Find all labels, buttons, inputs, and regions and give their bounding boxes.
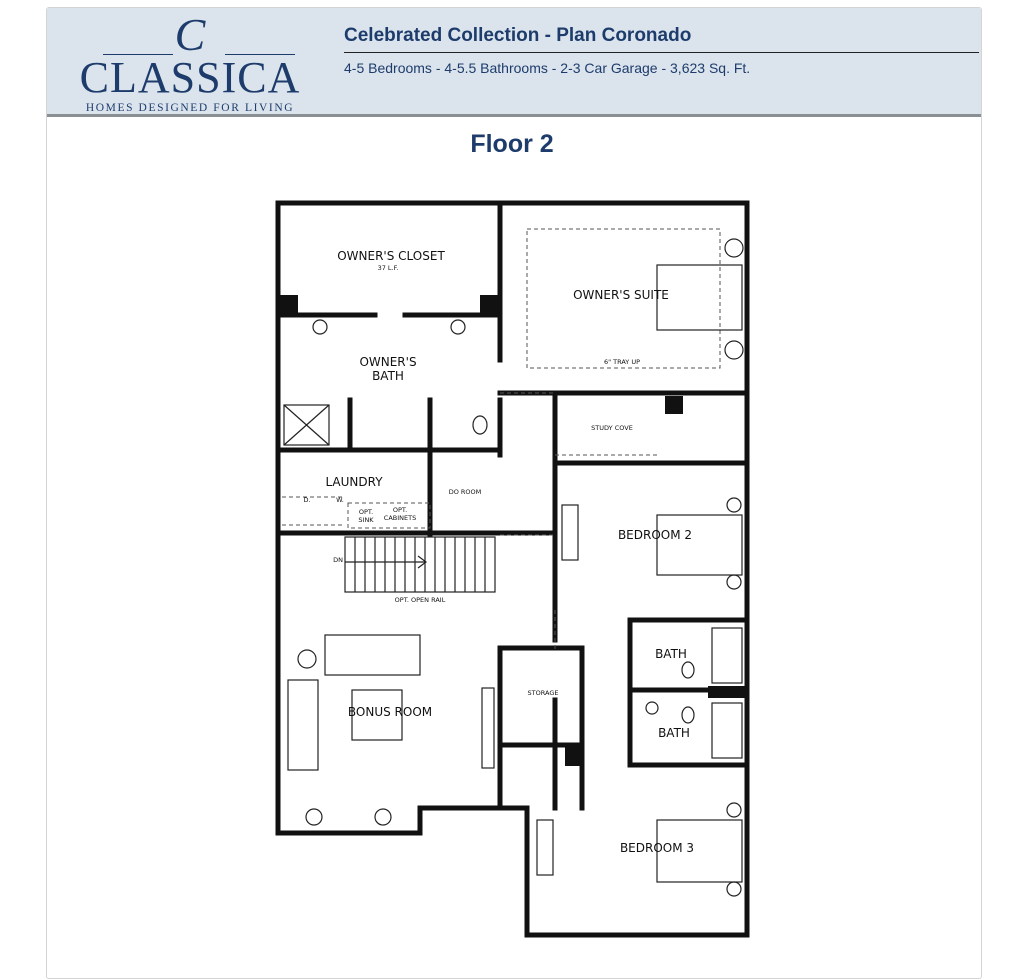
nightstand-icon — [724, 340, 744, 360]
logo-monogram: C — [174, 9, 206, 60]
dashed-openings — [282, 392, 660, 650]
shower-cross — [283, 404, 330, 446]
dryer-label: D. — [303, 496, 310, 504]
wall-column — [565, 746, 582, 766]
toilet-icon — [472, 415, 488, 435]
wall-column — [665, 396, 683, 414]
dresser-icon — [536, 819, 554, 876]
logo-rule — [225, 54, 295, 55]
logo-rule — [103, 54, 173, 55]
wall-column — [708, 686, 747, 698]
stairs — [344, 536, 496, 593]
room-label-owners-bath: OWNER'S — [359, 355, 416, 369]
media-console-icon — [481, 687, 495, 769]
room-label-bedroom-3: BEDROOM 3 — [620, 841, 694, 855]
opt-cabinets-label-2: CABINETS — [384, 514, 416, 522]
logo-tagline: HOMES DESIGNED FOR LIVING — [85, 102, 295, 114]
side-table-icon — [297, 649, 317, 669]
room-label-bonus-room: BONUS ROOM — [348, 705, 432, 719]
room-label-owners-bath-2: BATH — [372, 369, 404, 383]
sofa-icon — [287, 679, 319, 771]
room-label-bedroom-2: BEDROOM 2 — [618, 528, 692, 542]
room-label-owners-suite: OWNER'S SUITE — [573, 288, 669, 302]
coffee-table-icon — [351, 689, 403, 741]
toilet-icon — [681, 661, 695, 679]
open-rail-label: OPT. OPEN RAIL — [395, 596, 446, 604]
tray-ceiling-outline — [526, 228, 721, 369]
washer-label: W. — [336, 496, 344, 504]
opt-sink-label-2: SINK — [358, 516, 374, 524]
opt-sink-label: OPT. — [359, 508, 373, 516]
dresser-icon — [561, 504, 579, 561]
outer-wall — [275, 200, 750, 938]
room-label-storage: STORAGE — [528, 689, 559, 697]
room-label-owners-closet: OWNER'S CLOSET — [337, 249, 445, 263]
floor-plan-card: C CLASSICA HOMES DESIGNED FOR LIVING Cel… — [46, 7, 982, 979]
wall-column — [280, 295, 298, 315]
nightstand-icon — [726, 802, 742, 818]
bathtub-icon — [711, 627, 743, 684]
room-label-bath-2: BATH — [658, 726, 690, 740]
shower-icon — [283, 404, 330, 446]
opt-cabinets-label: OPT. — [393, 506, 407, 514]
room-label-bath-1: BATH — [655, 647, 687, 661]
toilet-icon — [681, 706, 695, 724]
room-label-study-cove: STUDY COVE — [591, 424, 633, 432]
sink-icon — [312, 319, 328, 335]
bed-icon — [656, 819, 743, 883]
optional-cabinets-outline — [347, 502, 431, 529]
side-table-icon — [374, 808, 392, 826]
nightstand-icon — [724, 238, 744, 258]
interior-walls — [275, 200, 750, 811]
plan-title: Celebrated Collection - Plan Coronado — [344, 25, 692, 46]
tray-ceiling-note: 6" TRAY UP — [604, 358, 640, 366]
plan-specs: 4-5 Bedrooms - 4-5.5 Bathrooms - 2-3 Car… — [344, 60, 751, 76]
room-label-do-room: DO ROOM — [449, 488, 482, 496]
title-divider — [344, 52, 979, 53]
bathtub-icon — [711, 702, 743, 759]
nightstand-icon — [726, 881, 742, 897]
header: C CLASSICA HOMES DESIGNED FOR LIVING Cel… — [47, 8, 981, 117]
nightstand-icon — [726, 574, 742, 590]
closet-length: 37 L.F. — [378, 264, 399, 272]
sink-icon — [645, 701, 659, 715]
nightstand-icon — [726, 497, 742, 513]
sofa-icon — [324, 634, 421, 676]
sink-icon — [450, 319, 466, 335]
logo-wordmark: CLASSICA — [79, 53, 301, 102]
side-table-icon — [305, 808, 323, 826]
floor-title: Floor 2 — [470, 130, 554, 158]
room-label-laundry: LAUNDRY — [325, 475, 383, 489]
wall-column — [480, 295, 498, 315]
bed-icon — [656, 514, 743, 576]
bed-icon — [656, 264, 743, 331]
classica-logo[interactable]: C CLASSICA HOMES DESIGNED FOR LIVING — [75, 9, 305, 115]
stairs-down-label: DN — [333, 556, 343, 564]
